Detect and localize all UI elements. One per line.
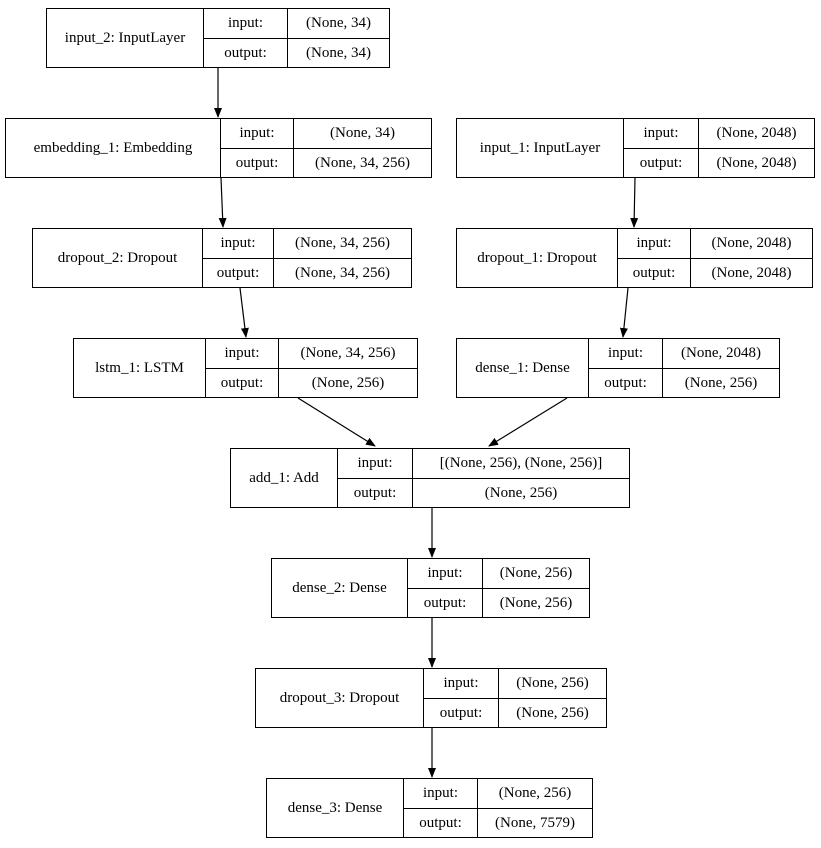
output-shape: (None, 256) — [279, 368, 417, 397]
input-label: input: — [206, 339, 279, 368]
input-label: input: — [404, 779, 478, 808]
layer-title: dense_2: Dense — [272, 559, 408, 617]
output-shape: (None, 34, 256) — [274, 258, 411, 287]
output-shape: (None, 2048) — [691, 258, 812, 287]
layer-title: embedding_1: Embedding — [6, 119, 221, 177]
edge-lstm_1-add_1 — [297, 397, 376, 447]
input-label: input: — [424, 669, 499, 698]
edge-dense_1-add_1 — [488, 397, 568, 447]
output-label: output: — [203, 258, 274, 287]
output-label: output: — [404, 808, 478, 837]
node-dense_1: dense_1: Dense input: (None, 2048) outpu… — [456, 338, 780, 398]
output-label: output: — [408, 588, 483, 617]
layer-title: input_2: InputLayer — [47, 9, 204, 67]
node-dense_2: dense_2: Dense input: (None, 256) output… — [271, 558, 590, 618]
output-shape: (None, 256) — [413, 478, 629, 507]
input-shape: [(None, 256), (None, 256)] — [439, 455, 603, 471]
output-shape: (None, 2048) — [699, 148, 814, 177]
output-label: output: — [221, 148, 294, 177]
layer-title: dropout_3: Dropout — [256, 669, 424, 727]
input-label: input: — [338, 449, 413, 478]
node-dense_3: dense_3: Dense input: (None, 256) output… — [266, 778, 593, 838]
input-shape: (None, 34) — [306, 15, 371, 31]
input-label: input: — [408, 559, 483, 588]
layer-title: dense_3: Dense — [267, 779, 404, 837]
input-shape: (None, 2048) — [681, 345, 761, 361]
edge-input_1-dropout_1 — [630, 177, 639, 228]
node-add_1: add_1: Add input: [(None, 256), (None, 2… — [230, 448, 630, 508]
output-label: output: — [204, 38, 288, 67]
node-dropout_2: dropout_2: Dropout input: (None, 34, 256… — [32, 228, 412, 288]
output-shape: (None, 7579) — [478, 808, 592, 837]
layer-title: dense_1: Dense — [457, 339, 589, 397]
node-input_2: input_2: InputLayer input: (None, 34) ou… — [46, 8, 390, 68]
input-shape: (None, 256) — [516, 675, 589, 691]
node-dropout_3: dropout_3: Dropout input: (None, 256) ou… — [255, 668, 607, 728]
output-label: output: — [338, 478, 413, 507]
input-label: input: — [624, 119, 699, 148]
input-label: input: — [618, 229, 691, 258]
input-shape: (None, 34) — [330, 125, 395, 141]
node-lstm_1: lstm_1: LSTM input: (None, 34, 256) outp… — [73, 338, 418, 398]
output-shape: (None, 34) — [288, 38, 389, 67]
output-shape: (None, 256) — [663, 368, 779, 397]
edge-dropout_1-dense_1 — [619, 287, 629, 338]
input-label: input: — [589, 339, 663, 368]
output-label: output: — [624, 148, 699, 177]
output-shape: (None, 34, 256) — [294, 148, 431, 177]
output-label: output: — [618, 258, 691, 287]
output-shape: (None, 256) — [483, 588, 589, 617]
node-dropout_1: dropout_1: Dropout input: (None, 2048) o… — [456, 228, 813, 288]
output-label: output: — [589, 368, 663, 397]
edge-dropout_2-lstm_1 — [239, 287, 249, 338]
input-shape: (None, 256) — [499, 565, 573, 581]
input-shape: (None, 2048) — [711, 235, 792, 251]
node-embedding_1: embedding_1: Embedding input: (None, 34)… — [5, 118, 432, 178]
input-shape: (None, 256) — [498, 785, 572, 801]
node-input_1: input_1: InputLayer input: (None, 2048) … — [456, 118, 815, 178]
layer-title: lstm_1: LSTM — [74, 339, 206, 397]
layer-title: input_1: InputLayer — [457, 119, 624, 177]
input-shape: (None, 34, 256) — [295, 235, 390, 251]
layer-title: dropout_2: Dropout — [33, 229, 203, 287]
layer-title: add_1: Add — [231, 449, 338, 507]
input-shape: (None, 34, 256) — [300, 345, 396, 361]
input-label: input: — [221, 119, 294, 148]
input-label: input: — [203, 229, 274, 258]
edge-embedding_1-dropout_2 — [218, 177, 227, 228]
output-label: output: — [206, 368, 279, 397]
input-label: input: — [204, 9, 288, 38]
layer-title: dropout_1: Dropout — [457, 229, 618, 287]
output-shape: (None, 256) — [499, 698, 606, 727]
input-shape: (None, 2048) — [716, 125, 797, 141]
output-label: output: — [424, 698, 499, 727]
